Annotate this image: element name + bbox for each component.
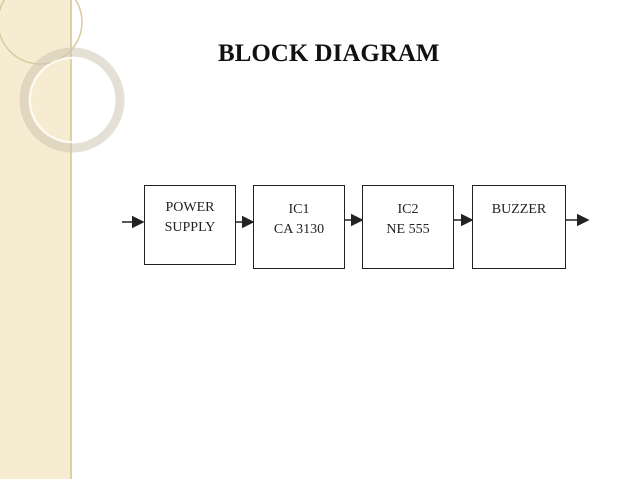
- side-divider-line: [70, 0, 72, 479]
- block-power-supply-line1: POWER: [165, 200, 215, 215]
- block-ic2-line1: IC2: [397, 202, 419, 217]
- decorative-rings: [0, 0, 125, 153]
- block-ic2-line2: NE 555: [386, 222, 430, 237]
- block-buzzer-line1: BUZZER: [491, 202, 547, 217]
- block-ic1: IC1 CA 3130: [253, 185, 345, 269]
- block-power-supply-line2: SUPPLY: [164, 220, 216, 235]
- block-ic2: IC2 NE 555: [362, 185, 454, 269]
- block-buzzer: BUZZER: [472, 185, 566, 269]
- block-ic1-line1: IC1: [288, 202, 310, 217]
- page-title-text: BLOCK DIAGRAM: [218, 40, 440, 67]
- block-ic1-line2: CA 3130: [273, 222, 325, 237]
- block-power-supply: POWER SUPPLY: [144, 185, 236, 265]
